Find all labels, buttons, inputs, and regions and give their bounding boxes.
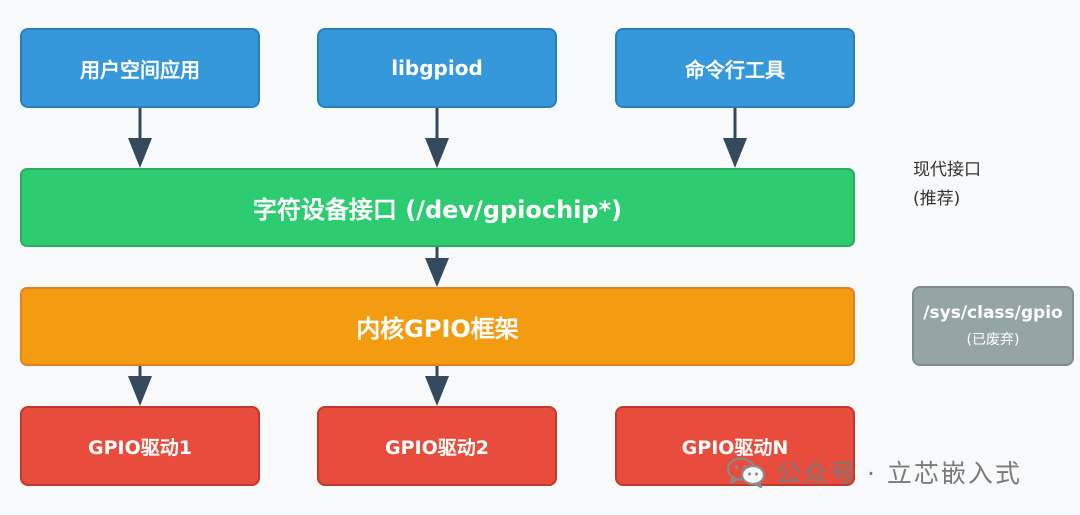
user-space-app-box: 用户空间应用 xyxy=(20,28,260,108)
arrow-chardev-to-kernel xyxy=(425,258,449,287)
modern-interface-label: 现代接口 xyxy=(913,160,981,180)
gpio-driver-2-box: GPIO驱动2 xyxy=(317,406,557,486)
user-space-app-label: 用户空间应用 xyxy=(80,57,200,82)
watermark: 公众号 · 立芯嵌入式 xyxy=(726,454,1022,490)
arrow-app-to-chardev xyxy=(128,138,152,168)
kernel-gpio-framework-box: 内核GPIO框架 xyxy=(20,287,855,366)
arrow-kernel-to-driver1 xyxy=(128,376,152,406)
modern-interface-note: 现代接口 (推荐) xyxy=(913,156,981,214)
gpio-driver-1-label: GPIO驱动1 xyxy=(88,436,192,459)
kernel-gpio-framework-label: 内核GPIO框架 xyxy=(356,315,519,343)
libgpiod-box: libgpiod xyxy=(317,28,557,108)
arrow-cli-to-chardev xyxy=(723,138,747,168)
recommended-label: (推荐) xyxy=(913,189,961,209)
watermark-text: 公众号 · 立芯嵌入式 xyxy=(776,459,1022,488)
gpio-driver-2-label: GPIO驱动2 xyxy=(385,436,489,459)
sysfs-path-label: /sys/class/gpio xyxy=(923,303,1063,323)
sysfs-deprecated-box: /sys/class/gpio (已废弃) xyxy=(912,286,1074,366)
arrow-kernel-to-driver2 xyxy=(425,376,449,406)
deprecated-label: (已废弃) xyxy=(966,332,1020,348)
cli-tools-label: 命令行工具 xyxy=(685,57,785,82)
libgpiod-label: libgpiod xyxy=(391,56,483,80)
char-device-interface-label: 字符设备接口 (/dev/gpiochip*) xyxy=(252,196,623,224)
gpio-driver-n-box: GPIO驱动N xyxy=(615,406,855,486)
cli-tools-box: 命令行工具 xyxy=(615,28,855,108)
arrow-libgpiod-to-chardev xyxy=(425,138,449,168)
char-device-interface-box: 字符设备接口 (/dev/gpiochip*) xyxy=(20,168,855,247)
gpio-driver-n-label: GPIO驱动N xyxy=(681,436,789,459)
wechat-icon xyxy=(726,457,766,488)
gpio-driver-1-box: GPIO驱动1 xyxy=(20,406,260,486)
